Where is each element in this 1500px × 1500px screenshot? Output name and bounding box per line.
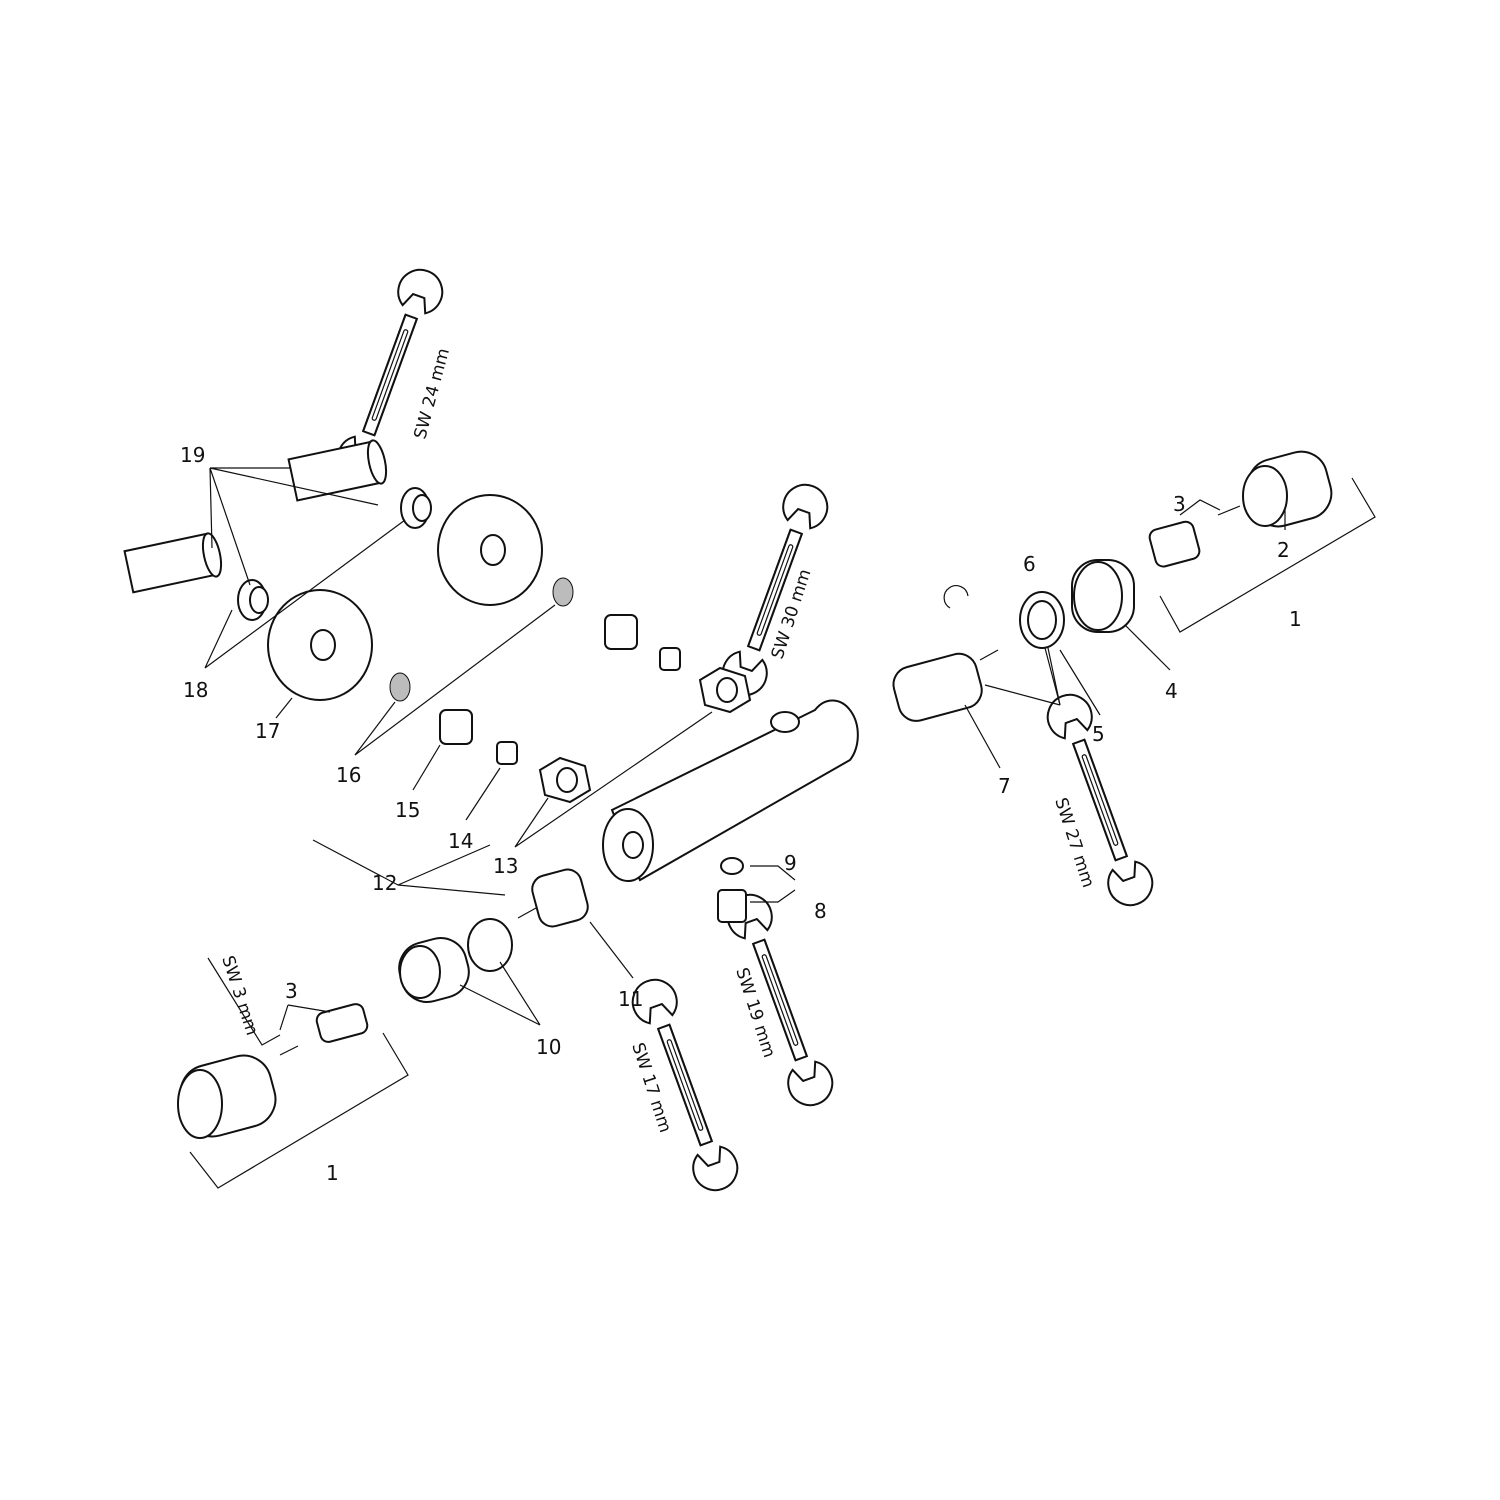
clip-icon xyxy=(943,585,969,609)
ring-10a xyxy=(467,918,513,972)
part-label-11: 11 xyxy=(618,987,643,1011)
adapter-3-right xyxy=(1148,520,1201,568)
part-label-1-right: 1 xyxy=(1289,607,1302,631)
part-label-18: 18 xyxy=(183,678,208,702)
filter-16-upper xyxy=(552,577,574,607)
part-label-7: 7 xyxy=(998,774,1011,798)
screw-3-right xyxy=(1217,505,1241,516)
part-label-19: 19 xyxy=(180,443,205,467)
wrench-sw30-icon xyxy=(715,477,835,703)
part-label-4: 4 xyxy=(1165,679,1178,703)
tool-label-sw27: SW 27 mm xyxy=(1050,795,1098,890)
part-label-14: 14 xyxy=(448,829,473,853)
o-ring-9 xyxy=(720,857,744,875)
nut-13-lower xyxy=(538,756,592,804)
part-label-15: 15 xyxy=(395,798,420,822)
part-label-10: 10 xyxy=(536,1035,561,1059)
part-label-5: 5 xyxy=(1092,722,1105,746)
hex-key-sw3-icon xyxy=(207,957,281,1046)
cap-10b xyxy=(398,937,470,1003)
part-label-17: 17 xyxy=(255,719,280,743)
cartridge-11 xyxy=(517,868,589,928)
ring-6 xyxy=(1019,591,1065,649)
part-label-1-left: 1 xyxy=(326,1161,339,1185)
part-label-2: 2 xyxy=(1277,538,1290,562)
part-label-16: 16 xyxy=(336,763,361,787)
insert-14-lower xyxy=(496,741,518,765)
connector-19-lower xyxy=(123,532,223,594)
part-label-12: 12 xyxy=(372,871,397,895)
part-label-13: 13 xyxy=(493,854,518,878)
screw-3-left xyxy=(279,1045,299,1056)
handle-2 xyxy=(1242,450,1333,528)
rosette-17-lower xyxy=(267,589,373,701)
adapter-8 xyxy=(717,889,747,923)
handle-1-left xyxy=(177,1054,277,1139)
insert-14-upper xyxy=(659,647,681,671)
nut-18-upper xyxy=(400,487,432,529)
check-valve-15-upper xyxy=(604,614,638,650)
rosette-17-upper xyxy=(437,494,543,606)
part-label-9: 9 xyxy=(784,851,797,875)
tool-label-sw24: SW 24 mm xyxy=(411,346,454,441)
thermostat-body xyxy=(602,699,859,882)
sleeve-4 xyxy=(1071,559,1135,633)
part-label-3-left: 3 xyxy=(285,979,298,1003)
tool-label-sw3: SW 3 mm xyxy=(217,953,261,1037)
filter-16-lower xyxy=(389,672,411,702)
part-label-3-right: 3 xyxy=(1173,492,1186,516)
connector-19-upper xyxy=(287,439,388,502)
part-label-8: 8 xyxy=(814,899,827,923)
nut-13-upper xyxy=(698,666,752,714)
adapter-3-left xyxy=(315,1003,369,1043)
nut-18-lower xyxy=(237,579,269,621)
cartridge-7 xyxy=(892,649,999,722)
check-valve-15-lower xyxy=(439,709,473,745)
part-label-6: 6 xyxy=(1023,552,1036,576)
leader-lines xyxy=(189,467,1376,1189)
